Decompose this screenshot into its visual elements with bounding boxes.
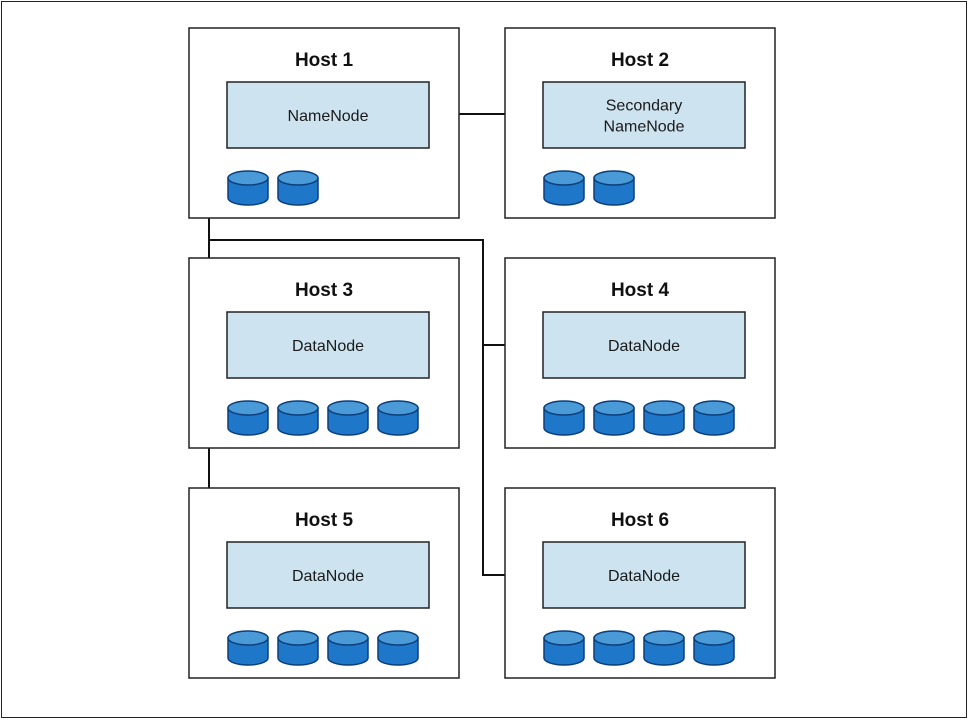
host-6-node-label: DataNode xyxy=(608,568,680,585)
host-4: Host 4 DataNode xyxy=(504,257,776,449)
host-3-node-box xyxy=(226,311,430,379)
host-2-title: Host 2 xyxy=(611,50,669,71)
host-3-node-label: DataNode xyxy=(292,338,364,355)
host-1-node-label: NameNode xyxy=(288,108,369,125)
disk-icon xyxy=(227,630,269,666)
host-5-node-box xyxy=(226,541,430,609)
disk-icon xyxy=(543,400,585,436)
disk-icon xyxy=(593,400,635,436)
disk-icon xyxy=(643,630,685,666)
disk-icon xyxy=(543,630,585,666)
disk-icon xyxy=(593,630,635,666)
host-1-node-box xyxy=(226,81,430,149)
host-6-title: Host 6 xyxy=(611,510,669,531)
disk-icon xyxy=(543,170,585,206)
host-4-title: Host 4 xyxy=(611,280,670,301)
host-3-disks xyxy=(227,400,419,436)
disk-icon xyxy=(693,630,735,666)
host-2-node-label: Secondary xyxy=(606,98,683,115)
disk-icon xyxy=(377,630,419,666)
host-5-disks xyxy=(227,630,419,666)
disk-icon xyxy=(277,400,319,436)
host-6: Host 6 DataNode xyxy=(504,487,776,679)
disk-icon xyxy=(277,170,319,206)
disk-icon xyxy=(327,400,369,436)
host-3: Host 3 DataNode xyxy=(188,257,460,449)
disk-icon xyxy=(377,400,419,436)
host-5: Host 5 DataNode xyxy=(188,487,460,679)
host-1-title: Host 1 xyxy=(295,50,354,71)
host-2-disks xyxy=(543,170,635,206)
host-4-node-label: DataNode xyxy=(608,338,680,355)
host-2-node-box xyxy=(542,81,746,149)
host-6-node-box xyxy=(542,541,746,609)
host-5-node-label: DataNode xyxy=(292,568,364,585)
host-6-disks xyxy=(543,630,735,666)
disk-icon xyxy=(593,170,635,206)
host-5-title: Host 5 xyxy=(295,510,354,531)
disk-icon xyxy=(277,630,319,666)
disk-icon xyxy=(227,400,269,436)
host-4-disks xyxy=(543,400,735,436)
disk-icon xyxy=(643,400,685,436)
disk-icon xyxy=(227,170,269,206)
host-1-disks xyxy=(227,170,319,206)
host-4-node-box xyxy=(542,311,746,379)
host-3-title: Host 3 xyxy=(295,280,353,301)
disk-icon xyxy=(327,630,369,666)
host-2-node-label: NameNode xyxy=(604,119,685,136)
disk-icon xyxy=(693,400,735,436)
host-1: Host 1 NameNode xyxy=(188,27,460,219)
